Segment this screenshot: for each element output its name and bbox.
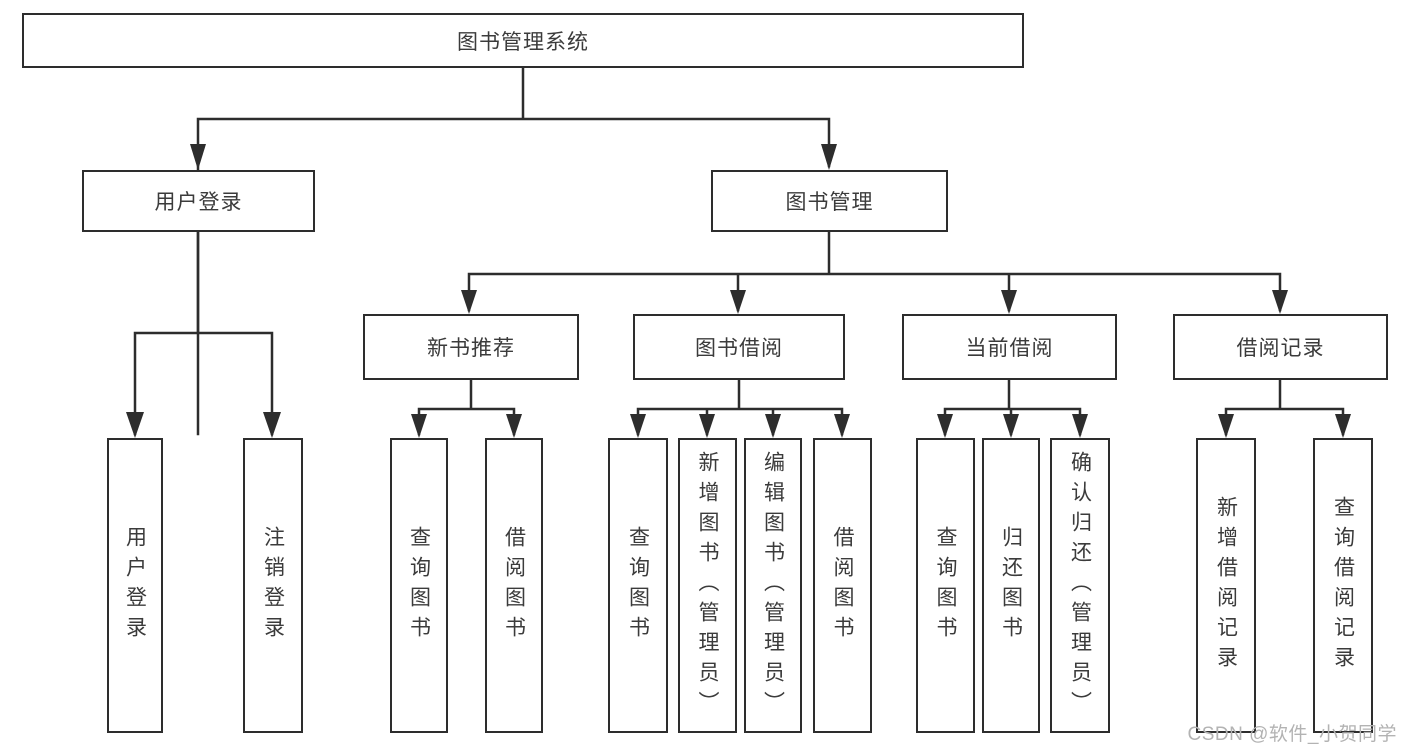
leaf-borrow-books: 借阅图书 <box>813 438 872 733</box>
connector-root-branch <box>190 66 837 436</box>
node-label: 查询图书 <box>934 525 957 646</box>
node-label: 编辑图书（管理员） <box>761 450 785 721</box>
leaf-add-books-admin: 新增图书（管理员） <box>678 438 737 733</box>
node-new-book-recommend: 新书推荐 <box>363 314 579 380</box>
node-label: 确认归还（管理员） <box>1068 450 1092 721</box>
node-label: 新书推荐 <box>427 337 515 360</box>
node-label: 查询图书 <box>407 525 431 646</box>
connector-new-book-branch <box>411 378 522 438</box>
node-label: 图书借阅 <box>695 337 783 360</box>
connector-user-login-branch <box>126 230 281 438</box>
leaf-query-borrow-record: 查询借阅记录 <box>1313 438 1373 733</box>
leaf-query-books-borrow: 查询图书 <box>608 438 668 733</box>
leaf-query-books-current: 查询图书 <box>916 438 975 733</box>
node-label: 用户登录 <box>123 525 147 646</box>
leaf-user-login: 用户登录 <box>107 438 163 733</box>
connector-borrow-record-branch <box>1218 378 1351 438</box>
leaf-edit-books-admin: 编辑图书（管理员） <box>744 438 802 733</box>
leaf-confirm-return-admin: 确认归还（管理员） <box>1050 438 1110 733</box>
node-book-management: 图书管理 <box>711 170 948 232</box>
node-label: 借阅记录 <box>1236 337 1325 360</box>
node-label: 图书管理 <box>785 191 874 214</box>
connector-book-mgmt-branch <box>461 230 1288 314</box>
leaf-borrow-books-recommend: 借阅图书 <box>485 438 543 733</box>
node-borrowing-records: 借阅记录 <box>1173 314 1388 380</box>
connector-current-borrow-branch <box>937 378 1088 438</box>
leaf-return-books: 归还图书 <box>982 438 1040 733</box>
node-label: 归还图书 <box>999 525 1023 646</box>
node-label: 借阅图书 <box>831 525 854 646</box>
node-root-system: 图书管理系统 <box>22 13 1024 68</box>
csdn-watermark: CSDN @软件_小贺同学 <box>1187 724 1397 745</box>
leaf-add-borrow-record: 新增借阅记录 <box>1196 438 1256 733</box>
node-current-borrowing: 当前借阅 <box>902 314 1117 380</box>
node-label: 用户登录 <box>154 191 243 214</box>
node-label: 查询图书 <box>626 525 650 646</box>
node-label: 当前借阅 <box>965 337 1054 360</box>
node-label: 注销登录 <box>261 525 285 646</box>
node-user-login: 用户登录 <box>82 170 315 232</box>
node-label: 新增借阅记录 <box>1214 495 1238 676</box>
leaf-query-books-recommend: 查询图书 <box>390 438 448 733</box>
node-label: 新增图书（管理员） <box>696 450 719 721</box>
connector-book-borrow-branch <box>630 378 850 438</box>
node-book-borrowing: 图书借阅 <box>633 314 845 380</box>
node-label: 图书管理系统 <box>457 30 589 54</box>
node-label: 借阅图书 <box>502 525 526 646</box>
leaf-logout: 注销登录 <box>243 438 303 733</box>
node-label: 查询借阅记录 <box>1331 495 1355 676</box>
